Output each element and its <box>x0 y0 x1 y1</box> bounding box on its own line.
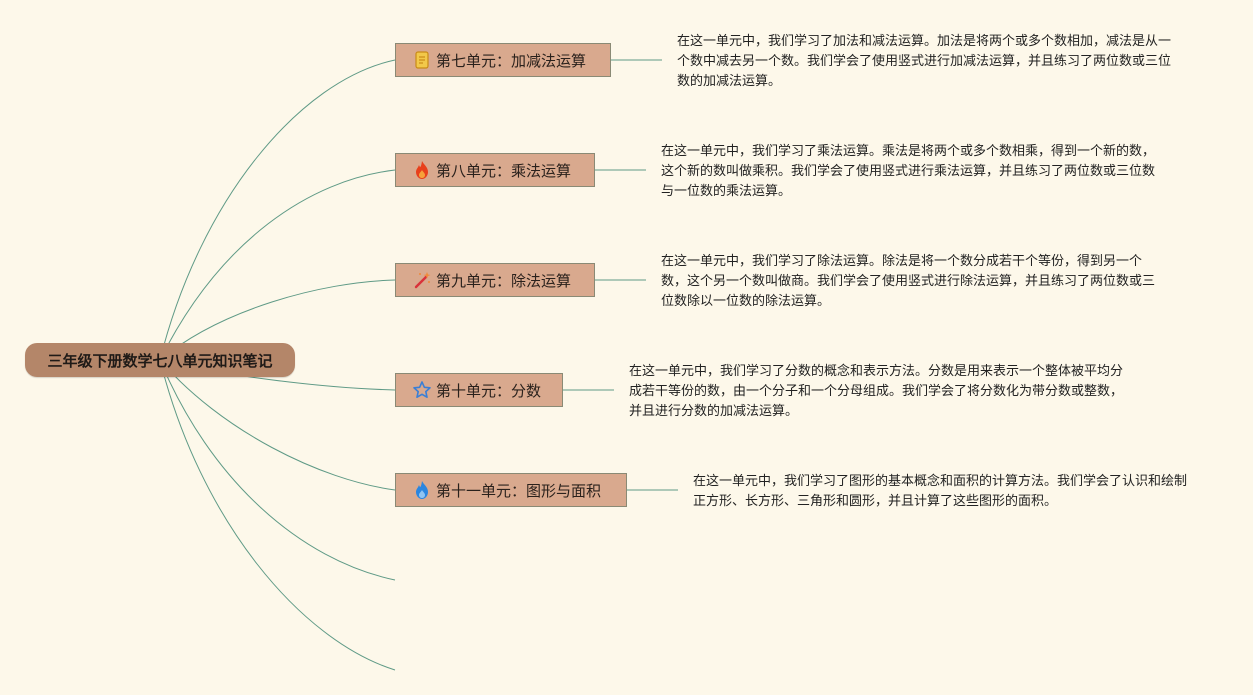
connector-unit-7 <box>159 59 396 361</box>
unit-note-9: 在这一单元中，我们学习了除法运算。除法是将一个数分成若干个等份，得到另一个数，这… <box>661 254 1156 309</box>
blue-flame-icon <box>412 480 432 500</box>
unit-label-8: 第八单元：乘法运算 <box>436 161 572 180</box>
unit-label-10: 第十单元：分数 <box>436 381 542 400</box>
unit-label-9: 第九单元：除法运算 <box>436 271 572 290</box>
notepad-icon <box>412 50 432 70</box>
star-icon <box>412 380 432 400</box>
fire-icon <box>412 160 432 180</box>
root-title: 三年级下册数学七八单元知识笔记 <box>47 351 273 370</box>
unit-note-10: 在这一单元中，我们学习了分数的概念和表示方法。分数是用来表示一个整体被平均分成若… <box>629 364 1124 419</box>
connector-empty-2 <box>159 359 396 671</box>
connector-unit-9 <box>159 279 396 361</box>
unit-node-11[interactable]: 第十一单元：图形与面积 <box>395 473 627 507</box>
unit-note-7: 在这一单元中，我们学习了加法和减法运算。加法是将两个或多个数相加，减法是从一个数… <box>677 34 1172 89</box>
unit-node-8[interactable]: 第八单元：乘法运算 <box>395 153 595 187</box>
unit-label-11: 第十一单元：图形与面积 <box>436 481 602 500</box>
unit-note-8: 在这一单元中，我们学习了乘法运算。乘法是将两个或多个数相乘，得到一个新的数，这个… <box>661 144 1156 199</box>
unit-node-7[interactable]: 第七单元：加减法运算 <box>395 43 611 77</box>
connector-empty-1 <box>159 359 396 581</box>
connector-unit-8 <box>159 169 396 361</box>
unit-note-11: 在这一单元中，我们学习了图形的基本概念和面积的计算方法。我们学会了认识和绘制正方… <box>693 474 1188 509</box>
unit-node-10[interactable]: 第十单元：分数 <box>395 373 563 407</box>
unit-node-9[interactable]: 第九单元：除法运算 <box>395 263 595 297</box>
root-node[interactable]: 三年级下册数学七八单元知识笔记 <box>25 343 295 377</box>
connector-unit-11 <box>159 359 396 491</box>
magic-wand-icon <box>412 270 432 290</box>
unit-label-7: 第七单元：加减法运算 <box>436 51 587 70</box>
